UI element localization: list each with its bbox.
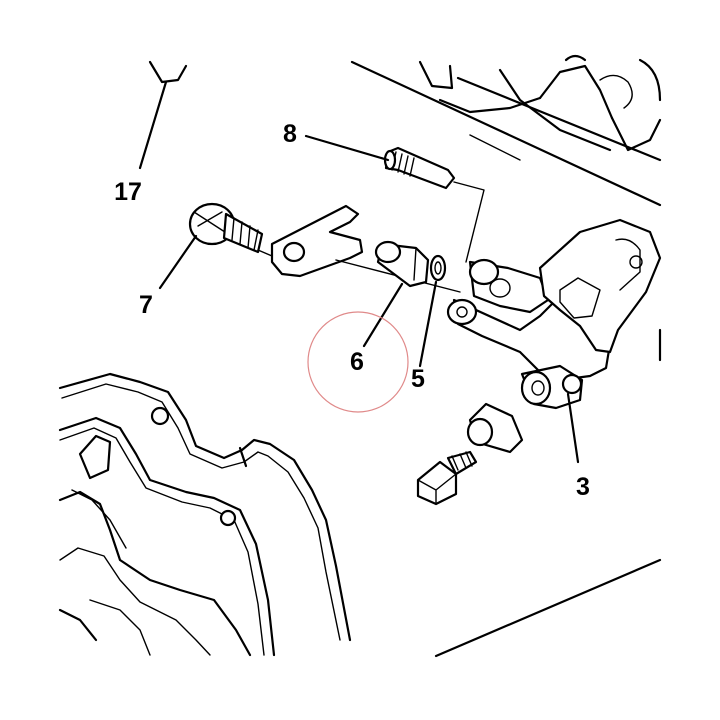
callout-5: 5 <box>411 365 425 393</box>
callout-3: 3 <box>576 473 590 501</box>
engine-housing-upper <box>350 54 662 207</box>
baseline <box>434 558 662 658</box>
part-5-washer <box>418 254 447 368</box>
callout-8: 8 <box>283 120 297 148</box>
part-8-screw <box>304 134 485 263</box>
part-17-stud <box>138 60 188 170</box>
part-7-screw <box>158 202 264 290</box>
part-6-pin <box>362 240 430 348</box>
fork-bracket <box>257 204 461 293</box>
callout-17: 17 <box>114 178 142 206</box>
gasket-housing-lower <box>58 372 352 657</box>
bushing-and-bolt <box>416 402 524 506</box>
callout-6: 6 <box>350 348 364 376</box>
highlight-circle <box>307 311 409 413</box>
lever-assembly <box>446 218 662 464</box>
callout-7: 7 <box>139 291 153 319</box>
